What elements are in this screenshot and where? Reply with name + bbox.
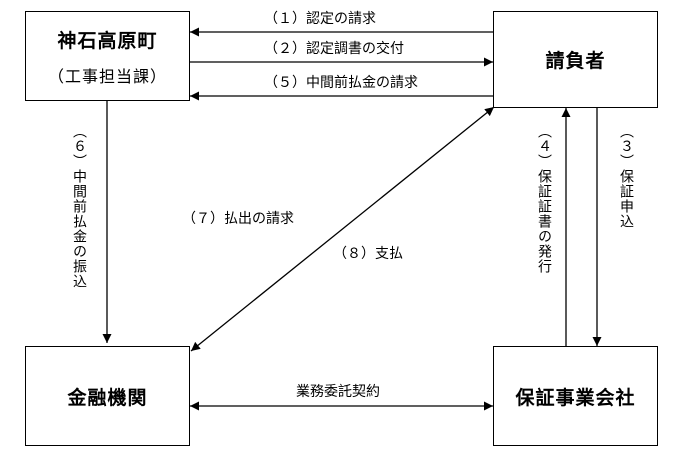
box-bank-title: 金融機関 — [67, 386, 148, 409]
box-contractor: 請負者 — [493, 11, 658, 108]
box-guarantor: 保証事業会社 — [493, 346, 658, 446]
box-guarantor-title: 保証事業会社 — [515, 386, 636, 409]
label-f6: （６）中間前払金の振込 — [71, 124, 87, 289]
label-f1: （１）認定の請求 — [264, 11, 376, 27]
label-contract: 業務委託契約 — [296, 384, 380, 400]
label-f2: （２）認定調書の交付 — [264, 41, 404, 57]
label-f7: （７）払出の請求 — [182, 211, 294, 227]
box-bank: 金融機関 — [25, 346, 190, 446]
label-f5: （５）中間前払金の請求 — [264, 75, 418, 91]
label-f3: （３）保証申込 — [618, 124, 634, 229]
arrow-f7-f8 — [190, 106, 495, 352]
label-f4: （４）保証証書の発行 — [536, 124, 552, 274]
box-kamiishi-title: 神石高原町 — [57, 29, 158, 52]
label-f8: （８）支払 — [333, 246, 403, 262]
box-contractor-title: 請負者 — [545, 50, 606, 72]
box-kamiishi: 神石高原町 （工事担当課） — [25, 11, 190, 101]
box-kamiishi-subtitle: （工事担当課） — [47, 66, 167, 86]
